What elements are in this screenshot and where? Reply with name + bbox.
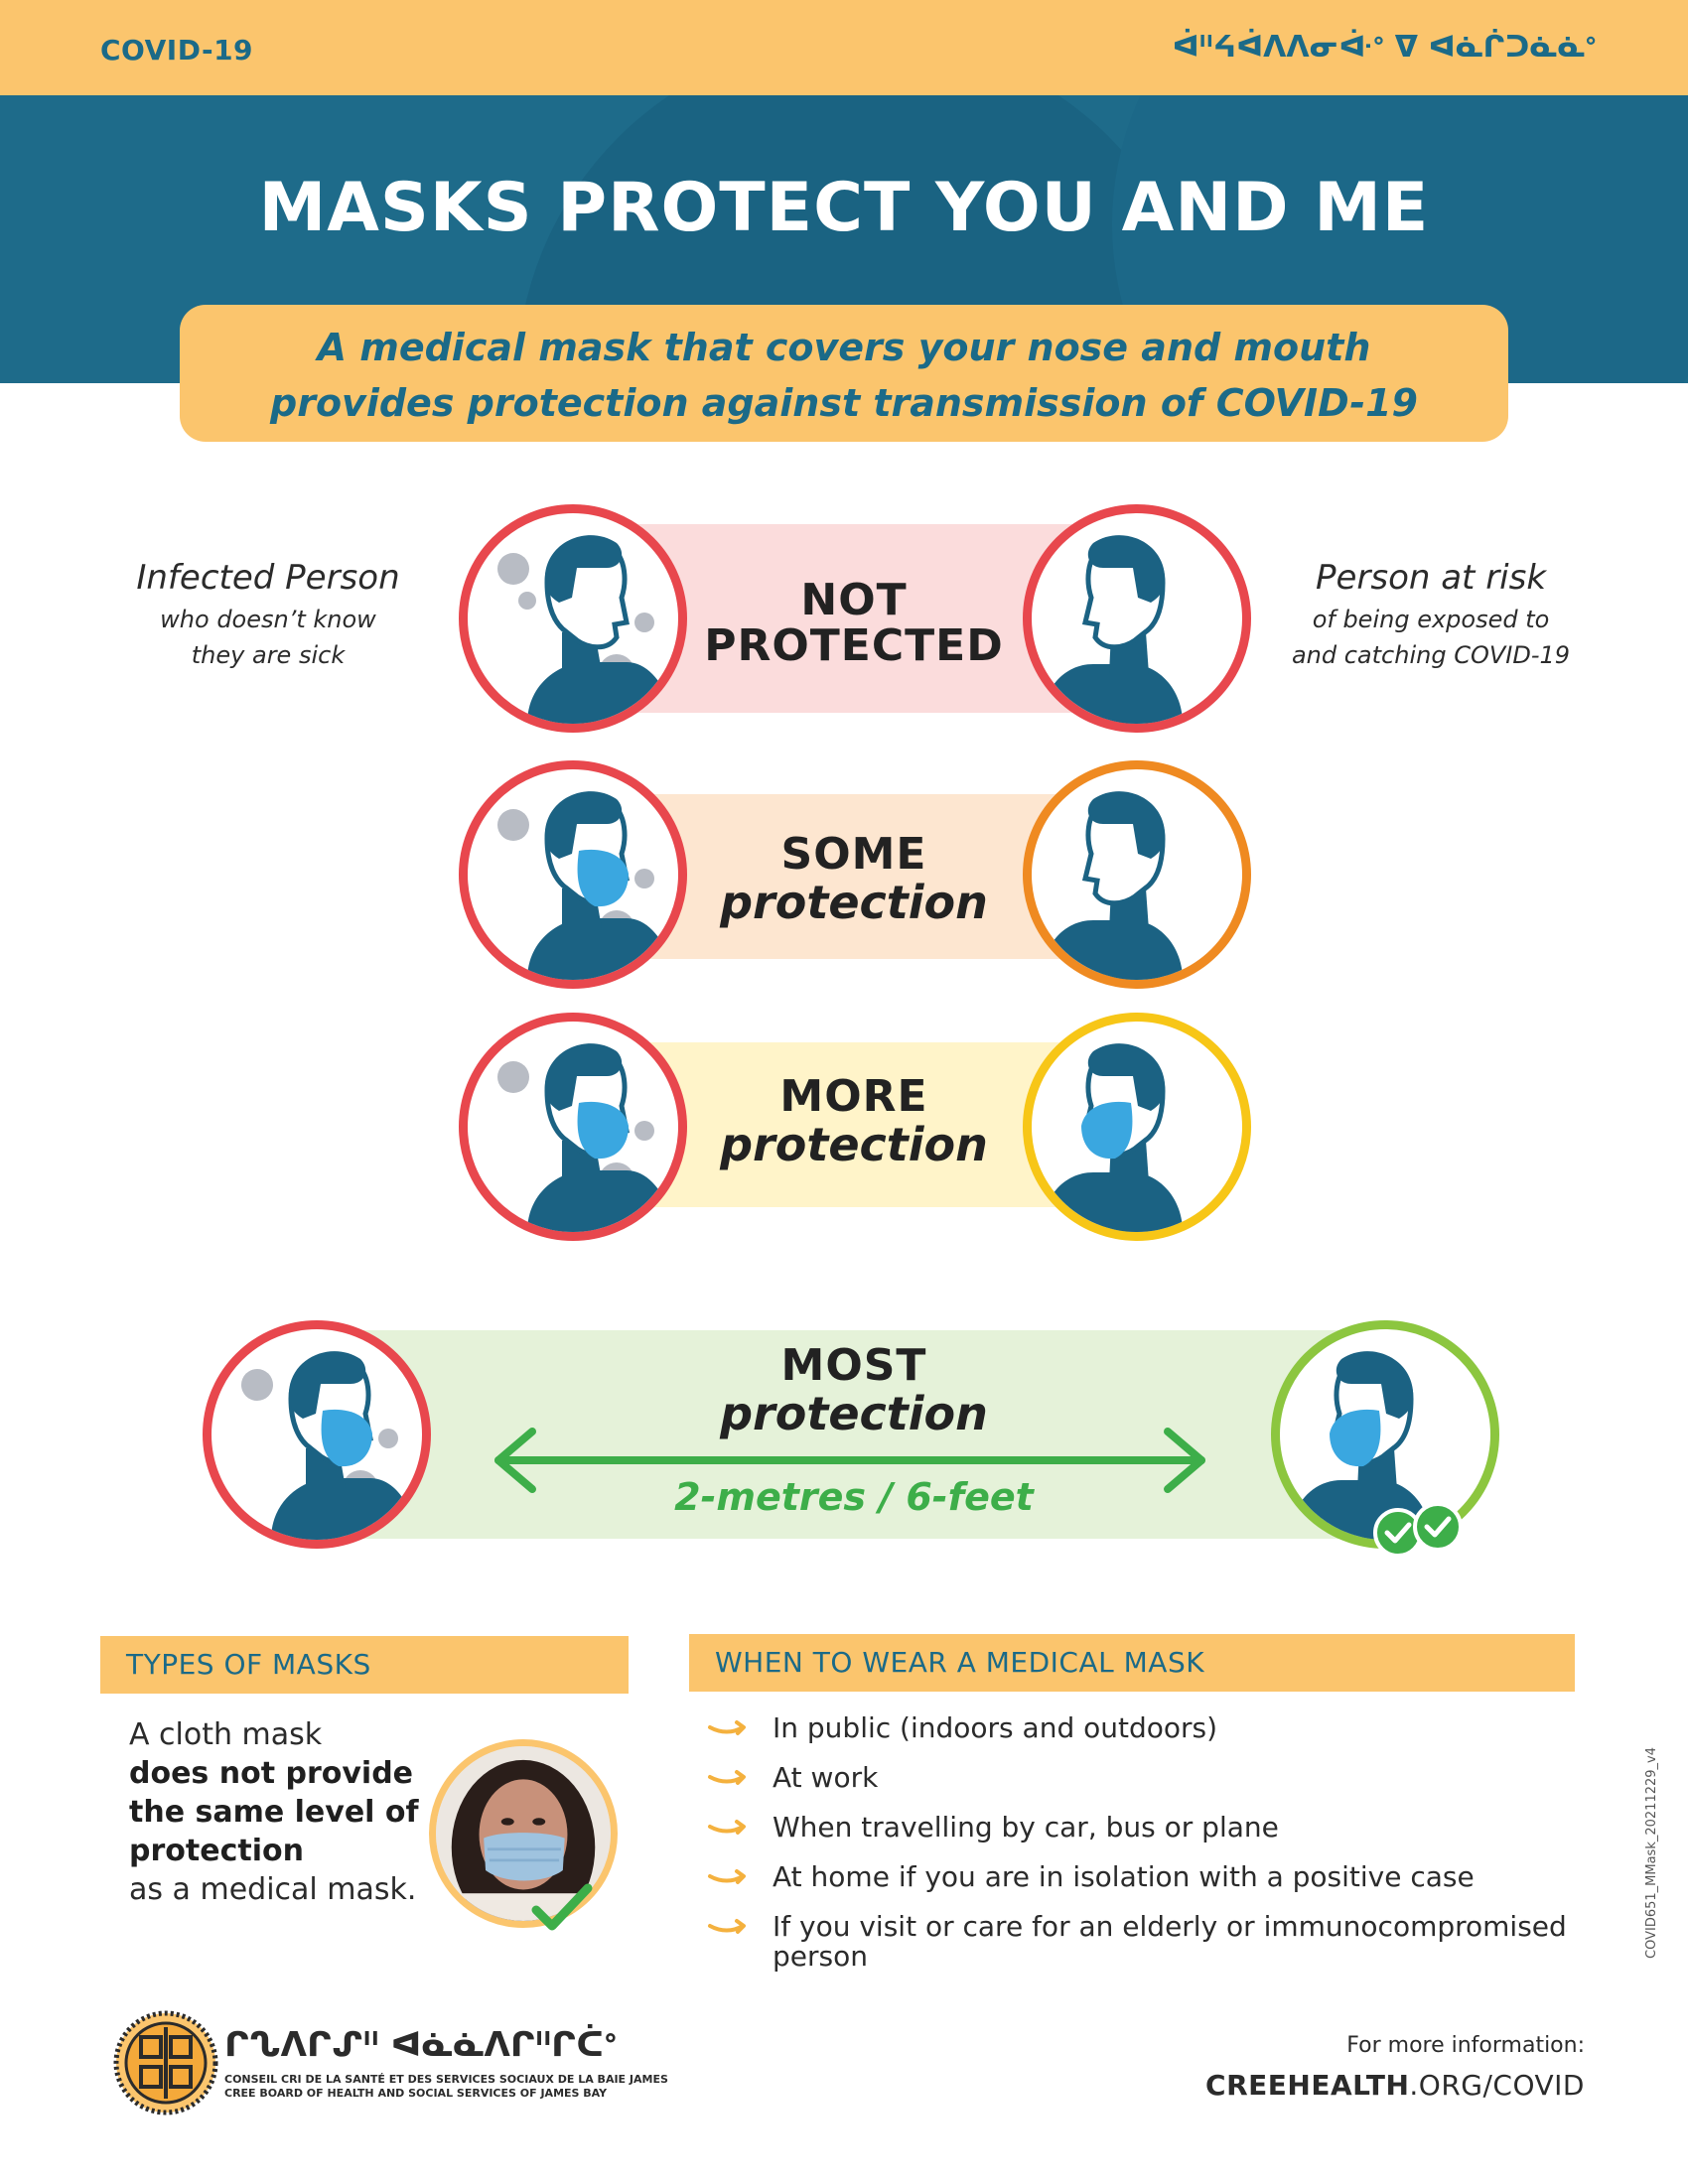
syllabics-tag: ᐋᐦᔦᐋᐱᐱᓂᐚᐤ ᐁ ᐊᓈᒌᑐᓈᓈᐤ [1172,30,1598,65]
wear-item-work: At work [773,1761,879,1794]
double-check-icon [1373,1502,1463,1558]
most-protection-line-1: MOST [780,1340,927,1391]
not-protected-line-2: PROTECTED [704,620,1004,671]
page-title: MASKS PROTECT YOU AND ME [258,169,1430,247]
infected-title: Infected Person [136,558,400,598]
website-link[interactable]: CREEHEALTH.ORG/COVID [1205,2069,1585,2102]
infected-caption: Infected Person who doesn’t know they ar… [109,558,427,673]
at-risk-person-masked-icon-2 [1271,1320,1499,1549]
wear-item-travel: When travelling by car, bus or plane [773,1811,1279,1843]
curved-arrow-icon [708,1919,746,1934]
infected-person-masked-icon-3 [203,1320,431,1549]
wear-item-elderly-care: If you visit or care for an elderly or i… [773,1910,1567,1973]
website-path[interactable]: .ORG/COVID [1409,2069,1585,2102]
cloth-mask-text: A cloth mask does not provide the same l… [129,1715,427,1909]
version-code: COVID651_MMask_20211229_v4 [1644,1747,1659,1959]
subtitle: A medical mask that covers your nose and… [180,320,1508,431]
some-protection-label: SOME protection [635,829,1072,929]
cloth-bold-text: does not provide the same level of prote… [129,1756,419,1868]
covid-tag: COVID-19 [100,34,254,67]
at-risk-caption: Person at risk of being exposed to and c… [1257,558,1605,673]
org-name-french: CONSEIL CRI DE LA SANTÉ ET DES SERVICES … [224,2073,668,2086]
at-risk-sub-2: and catching COVID-19 [1291,641,1571,669]
top-banner [0,0,1688,95]
wear-item-public: In public (indoors and outdoors) [773,1711,1218,1744]
not-protected-label: NOT PROTECTED [635,578,1072,669]
infected-person-masked-icon [459,760,687,989]
at-risk-person-icon-2 [1023,760,1251,989]
most-protection-label: MOST protection [635,1340,1072,1440]
curved-arrow-icon [708,1770,746,1785]
at-risk-person-masked-icon [1023,1013,1251,1241]
org-name-block: CONSEIL CRI DE LA SANTÉ ET DES SERVICES … [224,2073,668,2101]
cloth-line-1: A cloth mask [129,1717,323,1752]
most-protection-line-2: protection [720,1387,988,1440]
subtitle-line-1: A medical mask that covers your nose and… [317,326,1371,369]
checkmark-icon [531,1883,593,1931]
more-protection-label: MORE protection [635,1071,1072,1171]
when-to-wear-header: WHEN TO WEAR A MEDICAL MASK [689,1634,1575,1692]
website-domain[interactable]: CREEHEALTH [1205,2069,1410,2102]
cloth-line-3: as a medical mask. [129,1872,417,1907]
at-risk-title: Person at risk [1315,558,1547,598]
infected-sub-2: they are sick [191,641,346,669]
infected-person-masked-icon-2 [459,1013,687,1241]
more-protection-line-2: protection [720,1118,988,1171]
at-risk-sub-1: of being exposed to [1312,606,1550,633]
infected-sub-1: who doesn’t know [160,606,376,633]
subtitle-box [180,305,1508,442]
distance-label: 2-metres / 6-feet [674,1475,1034,1519]
more-protection-band [635,1042,1072,1207]
types-of-masks-header: TYPES OF MASKS [100,1636,629,1694]
not-protected-line-1: NOT [800,575,908,625]
woman-with-mask-photo [429,1739,618,1928]
curved-arrow-icon [708,1720,746,1735]
org-name-english: CREE BOARD OF HEALTH AND SOCIAL SERVICES… [224,2087,608,2100]
org-syllabics: ᒋᔐᐱᒋᔑᐦ ᐊᓈᓈᐱᒋᐦᒋᑖᐤ [224,2025,618,2065]
some-protection-line-2: protection [720,876,988,929]
cree-board-logo-icon [113,2010,218,2116]
at-risk-person-icon [1023,504,1251,733]
most-protection-band [298,1330,1390,1539]
some-protection-line-1: SOME [780,829,927,880]
curved-arrow-icon [708,1820,746,1835]
some-protection-band [635,794,1072,959]
infected-person-no-mask-icon [459,504,687,733]
distance-arrow-icon [494,1428,1205,1493]
curved-arrow-icon [708,1869,746,1884]
subtitle-line-2: provides protection against transmission… [270,381,1418,425]
not-protected-band [635,524,1072,713]
wear-item-home-isolation: At home if you are in isolation with a p… [773,1860,1475,1893]
more-info-label: For more information: [1346,2033,1585,2058]
more-protection-line-1: MORE [779,1071,928,1122]
